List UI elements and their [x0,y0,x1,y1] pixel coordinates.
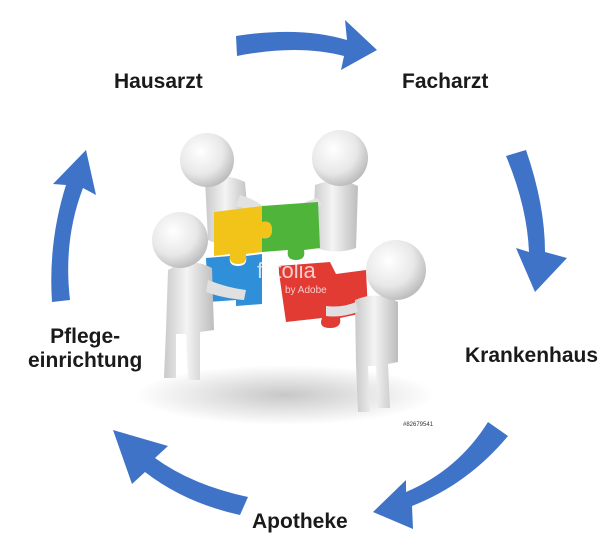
arrow-krankenhaus-to-apotheke [373,422,508,529]
puzzle-piece-green [262,202,320,260]
label-facharzt: Facharzt [402,70,489,93]
arrow-apotheke-to-pflege [113,430,248,515]
puzzle-team-illustration [135,130,435,425]
label-hausarzt: Hausarzt [114,70,203,93]
label-krankenhaus: Krankenhaus [465,344,599,367]
arrow-hausarzt-to-facharzt [236,20,377,70]
stock-id-label: #82679541 [403,422,434,428]
arrow-facharzt-to-krankenhaus [506,150,567,292]
label-apotheke: Apotheke [252,510,348,533]
cycle-arrows [51,20,567,529]
watermark-sub: by Adobe [285,285,327,296]
watermark-brand: fotolia [257,258,316,283]
label-pflege-line1: Pflege- [50,325,121,348]
label-pflege-line2: einrichtung [28,349,143,373]
arrow-pflege-to-hausarzt [51,150,96,302]
figure-front-right [326,240,426,412]
puzzle-piece-yellow [214,206,272,264]
label-pflegeeinrichtung: Pflege- einrichtung [28,325,142,373]
figure-front-left [152,212,246,380]
